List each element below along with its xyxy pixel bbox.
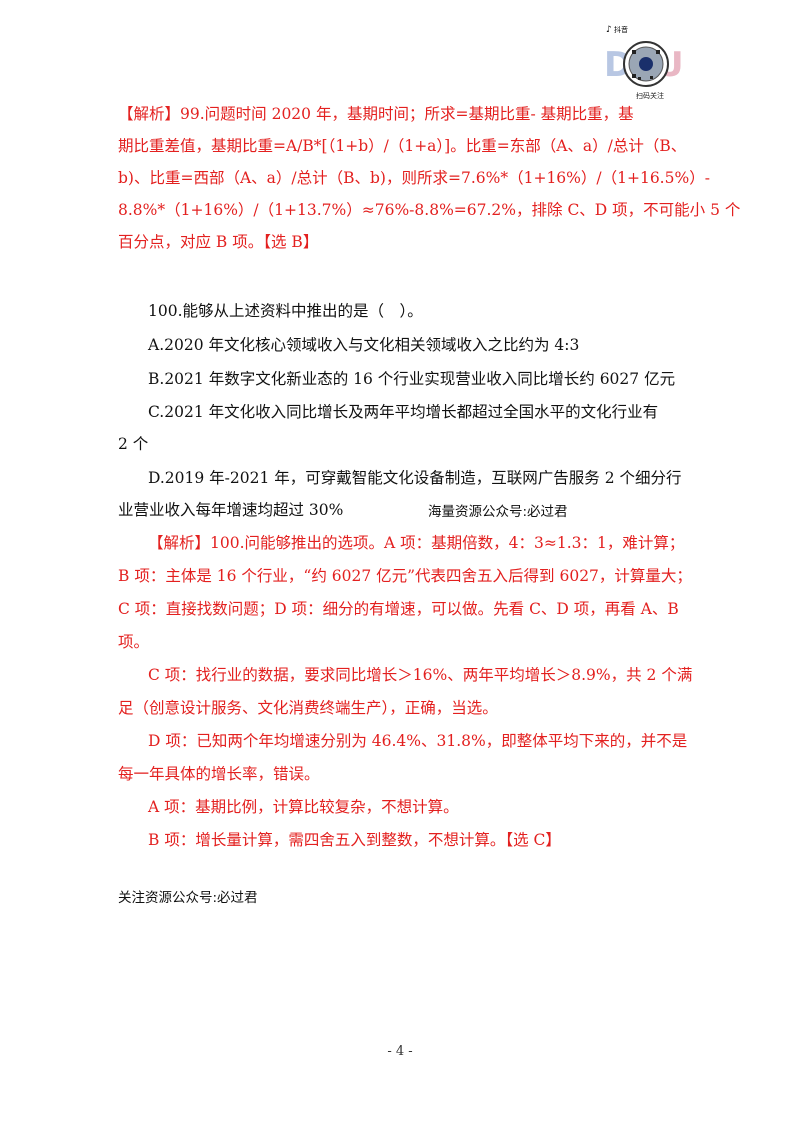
q99-analysis-line-2: 期比重差值，基期比重=A/B*[（1+b）/（1+a）]。比重=东部（A、a）/… bbox=[118, 137, 687, 155]
q99-analysis-line-5: 百分点，对应 B 项。【选 B】 bbox=[118, 233, 319, 251]
q100-stem: 100.能够从上述资料中推出的是（ ）。 bbox=[148, 302, 423, 320]
q100-analysis-p4: A 项：基期比例，计算比较复杂，不想计算。 bbox=[148, 798, 459, 816]
q99-analysis-line-3: b)、比重=西部（A、a）/总计（B、b)，则所求=7.6%*（1+16%）/（… bbox=[118, 169, 710, 187]
svg-text:扫码关注: 扫码关注 bbox=[636, 91, 664, 100]
q100-analysis-p3-line-1: D 项：已知两个年均增速分别为 46.4%、31.8%，即整体平均下来的，并不是 bbox=[148, 732, 688, 750]
svg-text:♪: ♪ bbox=[606, 25, 612, 35]
watermark-bottom: 关注资源公众号:必过君 bbox=[118, 890, 258, 906]
q100-analysis-p2-line-2: 足（创意设计服务、文化消费终端生产），正确，当选。 bbox=[118, 699, 498, 717]
q100-analysis-p1-line-3: C 项：直接找数问题；D 项：细分的有增速，可以做。先看 C、D 项，再看 A、… bbox=[118, 600, 679, 618]
page-number: - 4 - bbox=[387, 1044, 413, 1059]
q100-analysis-p5: B 项：增长量计算，需四舍五入到整数，不想计算。【选 C】 bbox=[148, 831, 561, 849]
brand-logo: ♪ 抖音 D U 扫码关注 bbox=[604, 20, 684, 100]
svg-text:抖音: 抖音 bbox=[614, 25, 628, 34]
q100-analysis-p3-line-2: 每一年具体的增长率，错误。 bbox=[118, 765, 320, 783]
watermark-text: 海量资源公众号:必过君 bbox=[428, 504, 568, 520]
q100-option-c-line-2: 2 个 bbox=[118, 435, 149, 453]
q99-analysis-line-1: 【解析】99.问题时间 2020 年，基期时间；所求=基期比重- 基期比重，基 bbox=[118, 105, 634, 123]
q100-analysis-p1-line-2: B 项：主体是 16 个行业，“约 6027 亿元”代表四舍五入后得到 6027… bbox=[118, 567, 692, 585]
q100-option-c-line-1: C.2021 年文化收入同比增长及两年平均增长都超过全国水平的文化行业有 bbox=[148, 403, 659, 421]
q100-option-b: B.2021 年数字文化新业态的 16 个行业实现营业收入同比增长约 6027 … bbox=[148, 370, 676, 388]
q100-option-d-line-2: 业营业收入每年增速均超过 30% bbox=[118, 501, 344, 519]
q100-option-a: A.2020 年文化核心领域收入与文化相关领域收入之比约为 4:3 bbox=[148, 336, 580, 354]
q99-analysis-line-4: 8.8%*（1+16%）/（1+13.7%）≈76%-8.8%=67.2%，排除… bbox=[118, 201, 741, 219]
q100-option-d-line-1: D.2019 年-2021 年，可穿戴智能文化设备制造，互联网广告服务 2 个细… bbox=[148, 469, 682, 487]
q100-analysis-p2-line-1: C 项：找行业的数据，要求同比增长＞16%、两年平均增长＞8.9%，共 2 个满 bbox=[148, 666, 693, 684]
q100-analysis-p1-line-1: 【解析】100.问能够推出的选项。A 项：基期倍数，4：3≈1.3：1，难计算； bbox=[148, 534, 685, 552]
q100-analysis-p1-line-4: 项。 bbox=[118, 633, 150, 651]
